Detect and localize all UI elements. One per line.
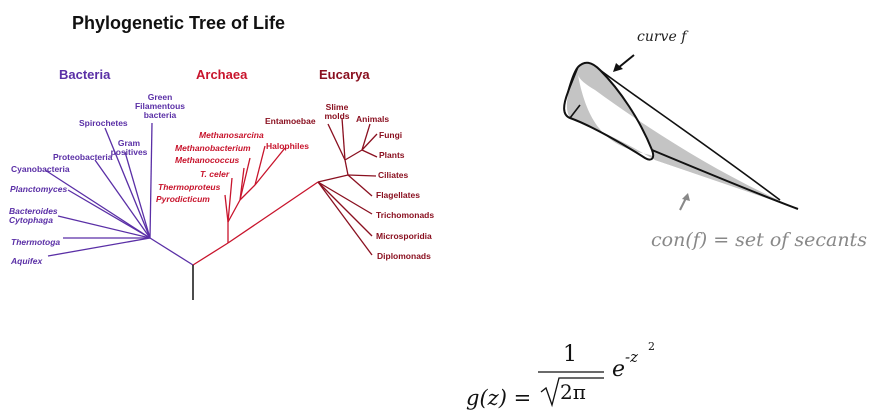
leaf-halophiles: Halophiles — [266, 141, 309, 151]
leaf-bacteroides: Bacteroides Cytophaga — [9, 206, 58, 225]
leaf-thermoproteus: Thermoproteus — [158, 182, 221, 192]
secants-label: con(f) = set of secants — [651, 229, 867, 251]
formula-exp-power: -z — [625, 348, 638, 366]
formula-numerator: 1 — [563, 342, 577, 367]
archaea-branches — [192, 145, 319, 266]
leaf-planctomyces: Planctomyces — [10, 184, 68, 194]
leaf-thermotoga: Thermotoga — [11, 237, 61, 247]
leaf-ciliates: Ciliates — [378, 170, 409, 180]
eucarya-branches — [317, 117, 378, 256]
formula-exp-base: e — [612, 357, 626, 382]
leaf-pyrodicticum: Pyrodicticum — [156, 194, 210, 204]
formula-exp-square: 2 — [648, 340, 655, 353]
secant-cone — [563, 61, 800, 210]
leaf-plants: Plants — [379, 150, 405, 160]
leaf-methanococcus: Methanococcus — [175, 155, 240, 165]
leaf-microsporidia: Microsporidia — [376, 231, 432, 241]
domain-eucarya: Eucarya — [319, 67, 370, 82]
leaf-gram-positives: Gram positives — [110, 138, 148, 157]
leaf-trichomonads: Trichomonads — [376, 210, 435, 220]
domain-bacteria: Bacteria — [59, 67, 111, 82]
leaf-slime-molds: Slime molds — [324, 102, 350, 121]
leaf-diplomonads: Diplomonads — [377, 251, 431, 261]
tree-title: Phylogenetic Tree of Life — [72, 13, 286, 33]
leaf-methanobacterium: Methanobacterium — [175, 143, 251, 153]
leaf-green-filamentous: Green Filamentous bacteria — [134, 92, 186, 120]
formula-radicand: 2π — [560, 380, 586, 404]
secant-arrow — [679, 193, 690, 211]
leaf-aquifex: Aquifex — [11, 256, 43, 266]
leaf-proteobacteria: Proteobacteria — [53, 152, 113, 162]
leaf-methanosarcina: Methanosarcina — [199, 130, 264, 140]
leaf-flagellates: Flagellates — [376, 190, 420, 200]
leaf-spirochetes: Spirochetes — [79, 118, 128, 128]
bacteria-branches — [44, 122, 194, 266]
leaf-animals: Animals — [356, 114, 390, 124]
leaf-t-celer: T. celer — [200, 169, 230, 179]
domain-archaea: Archaea — [196, 67, 248, 82]
leaf-cyanobacteria: Cyanobacteria — [11, 164, 70, 174]
formula-lhs: g(z) = — [466, 386, 532, 410]
leaf-entamoebae: Entamoebae — [265, 116, 316, 126]
curve-label: curve f — [637, 29, 687, 45]
radical-sign — [540, 377, 604, 408]
leaf-fungi: Fungi — [379, 130, 403, 140]
curve-arrow — [613, 54, 635, 72]
